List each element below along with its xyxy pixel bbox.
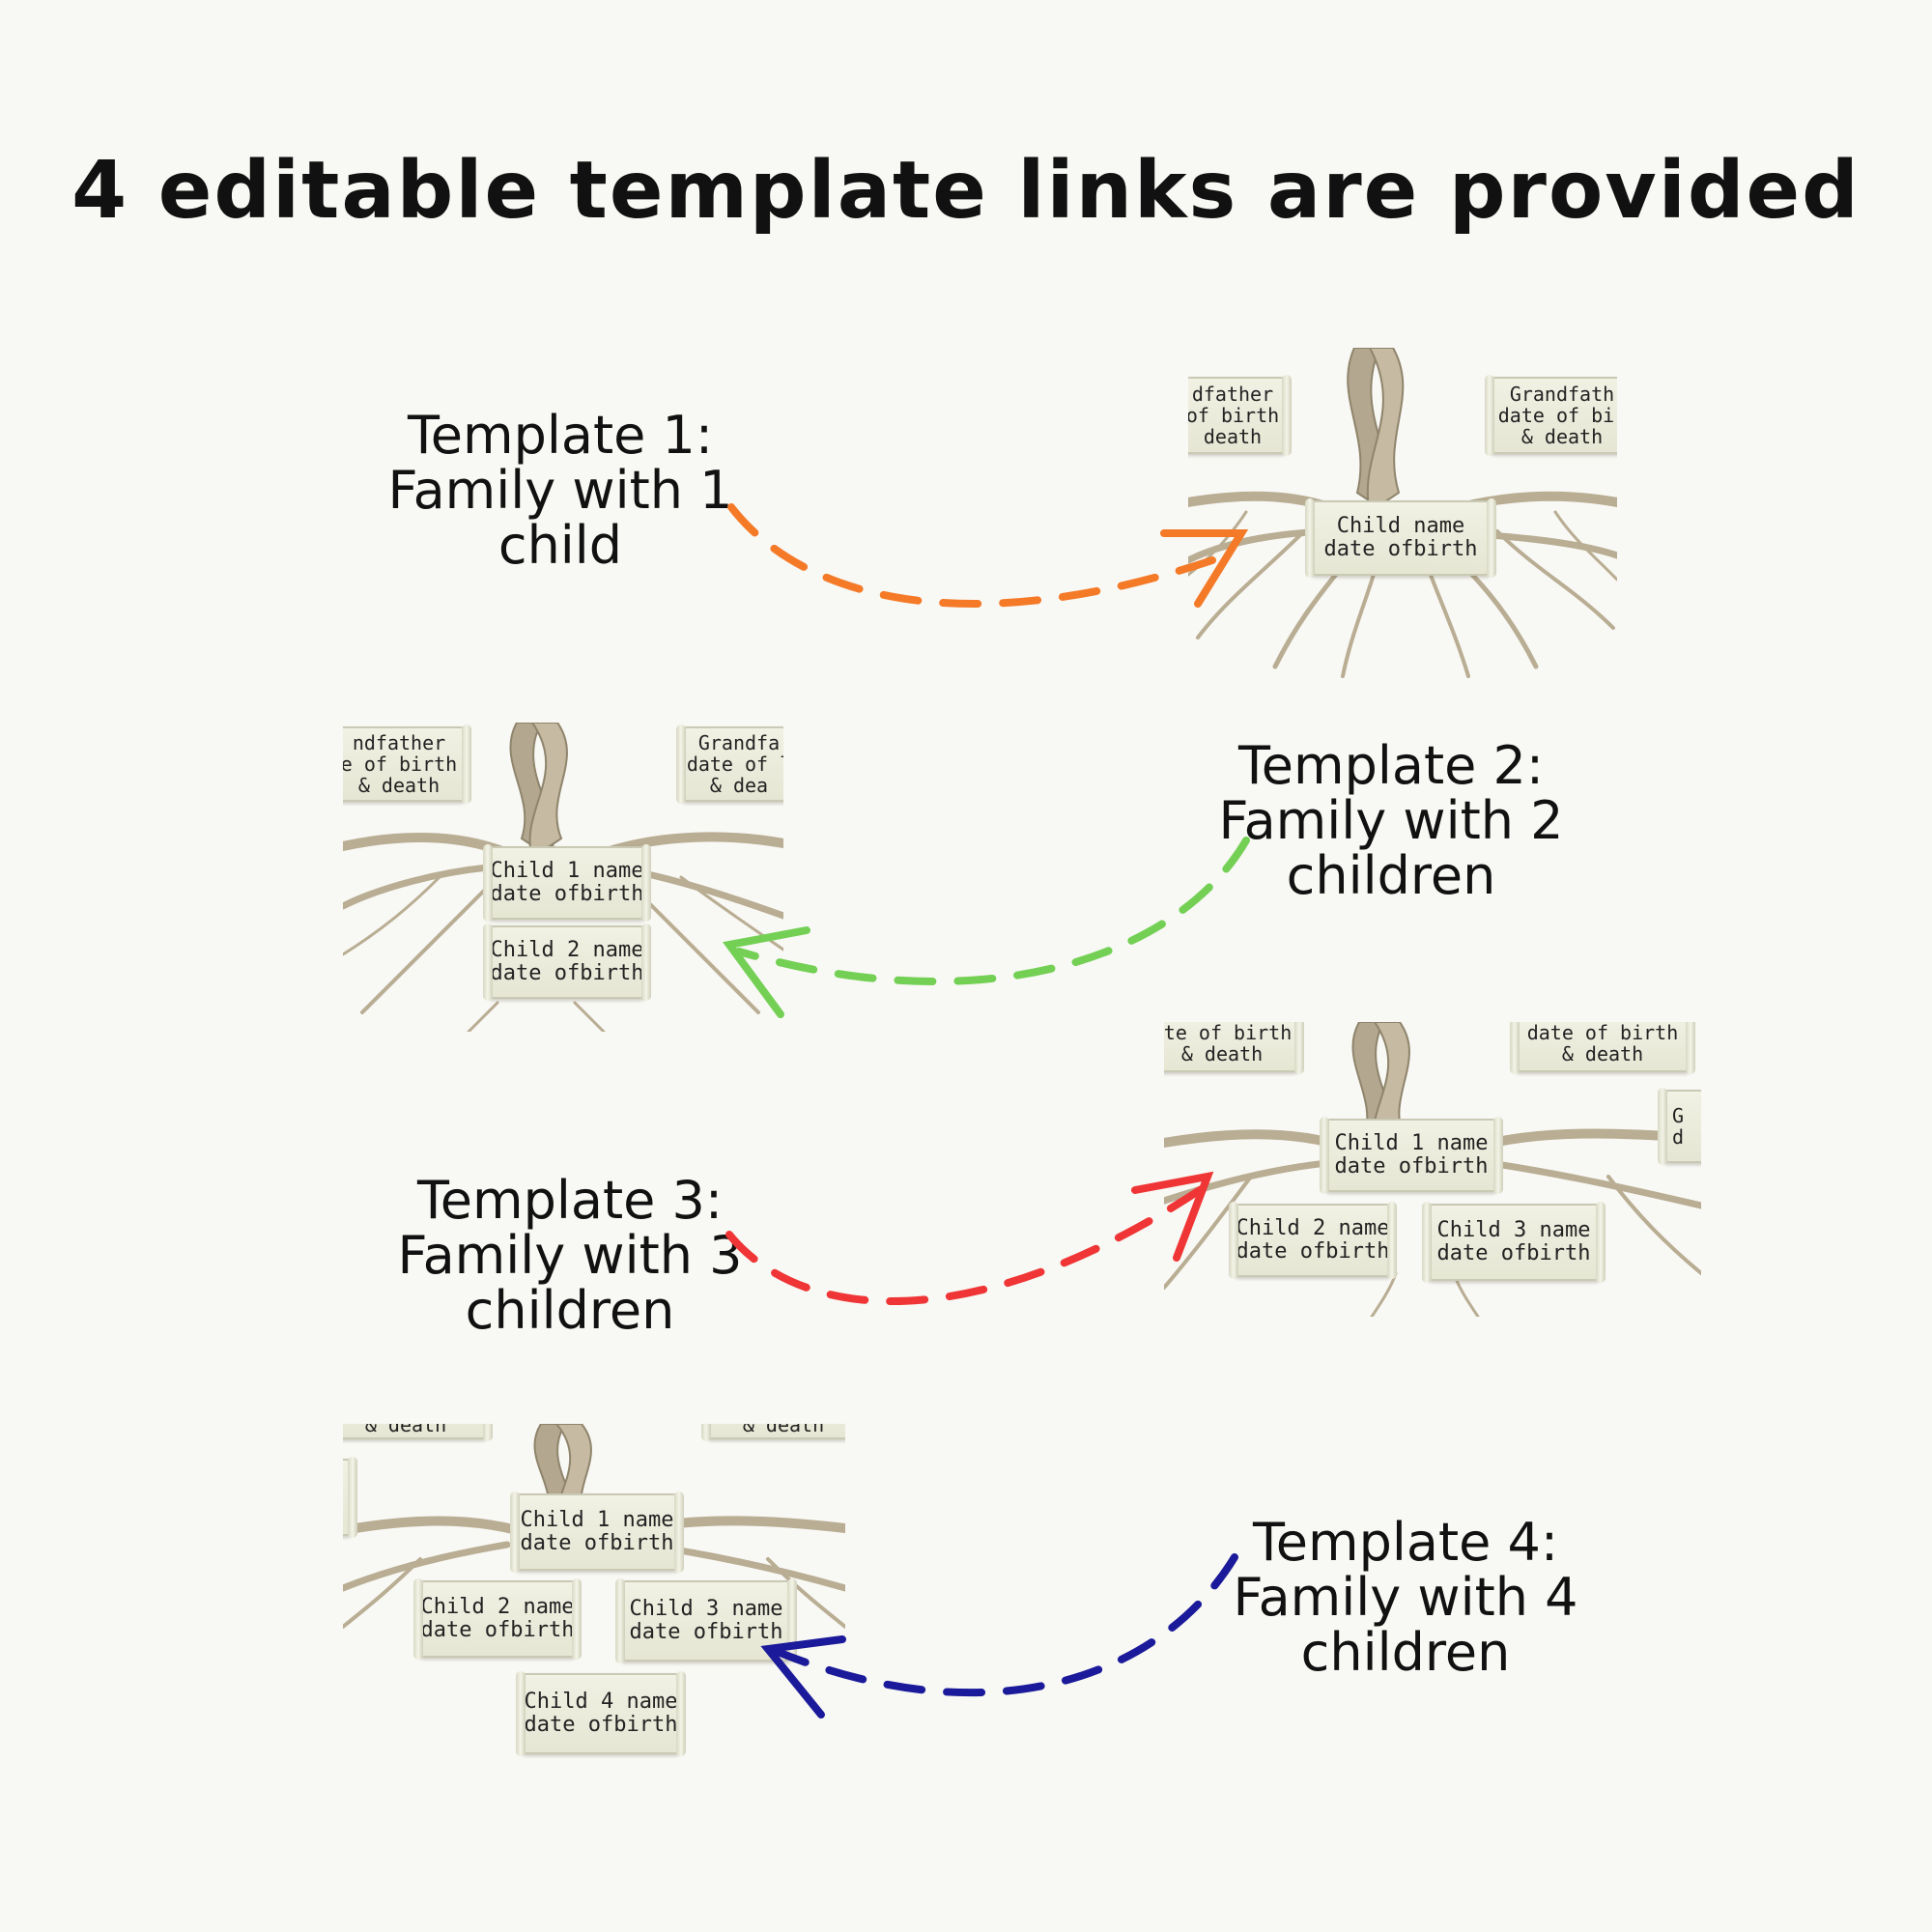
child-2-scroll: Child 2 name date ofbirth (413, 1578, 582, 1660)
top-right-scroll: date of birth & death (1510, 1022, 1695, 1074)
template-1-line-2: Family with 1 (387, 460, 733, 521)
template-2-preview: ndfather e of birth & death Grandfa date… (343, 723, 783, 1032)
scroll-line: dfather (1191, 383, 1274, 406)
scroll-line: ate of birth (1164, 1022, 1293, 1044)
scroll-line: date ofbirth (1436, 1241, 1591, 1265)
side-right-scroll: G d (1658, 1088, 1701, 1165)
grandfather-left-scroll: dfather of birth death (1188, 375, 1292, 456)
scroll-line: Child 1 name (490, 859, 644, 883)
template-1-preview: dfather of birth death Grandfath date of… (1188, 348, 1617, 678)
scroll-line: G (1672, 1104, 1685, 1127)
scroll-line: Child 3 name (629, 1597, 783, 1621)
arrow-template-4-head (760, 1635, 846, 1719)
scroll-line: Child 1 name (520, 1508, 674, 1532)
scroll-line: date of birth (1526, 1022, 1679, 1044)
scroll-line: date of bir (1497, 404, 1617, 427)
arrow-template-4-dashed (767, 1553, 1238, 1697)
template-4-line-2: Family with 4 (1233, 1567, 1578, 1628)
child-1-scroll: Child 1 name date ofbirth (510, 1492, 684, 1573)
scroll-line: date ofbirth (1334, 1154, 1489, 1179)
scroll-line: & death (1561, 1042, 1644, 1065)
scroll-line: & death (742, 1424, 825, 1436)
scroll-line: Child 3 name (1436, 1218, 1591, 1242)
child-1-scroll: Child 1 name date ofbirth (1320, 1117, 1503, 1194)
child-4-scroll: Child 4 name date ofbirth (516, 1671, 686, 1756)
scroll-line: & death (364, 1424, 447, 1436)
template-3-line-2: Family with 3 (397, 1225, 743, 1286)
scroll-line: Child 4 name (524, 1690, 678, 1714)
grandfather-right-scroll: Grandfa date of l & dea (676, 724, 783, 804)
scroll-line: date ofbirth (490, 882, 644, 906)
template-3-line-3: children (465, 1280, 675, 1341)
scroll-line: date ofbirth (1236, 1239, 1390, 1264)
scroll-line: date ofbirth (1323, 537, 1478, 561)
child-1-scroll: Child 1 name date ofbirth (483, 844, 651, 922)
template-2-line-3: children (1286, 845, 1496, 906)
scroll-line: Grandfa (697, 731, 781, 754)
top-left-scroll: & death (343, 1424, 493, 1441)
arrow-template-2-head (723, 926, 810, 1018)
scroll-line: Child name (1336, 514, 1465, 538)
arrow-template-3-dashed (725, 1184, 1207, 1305)
child-3-scroll: Child 3 name date ofbirth (1422, 1202, 1605, 1283)
arrow-template-2-dashed (735, 837, 1250, 985)
template-1-line-3: child (497, 515, 623, 576)
template-2-line-2: Family with 2 (1218, 790, 1564, 851)
top-left-scroll: ate of birth & death (1164, 1022, 1304, 1074)
arrow-template-1-dashed (727, 503, 1216, 608)
template-3-line-1: Template 3: (416, 1170, 724, 1231)
scroll-line: date ofbirth (629, 1620, 783, 1644)
top-right-scroll: & death (701, 1424, 845, 1441)
child-2-scroll: Child 2 name date ofbirth (483, 923, 651, 1001)
template-4-label: Template 4: Family with 4 children (1203, 1515, 1608, 1680)
scroll-line: date of l (686, 753, 783, 776)
child-scroll: Child name date ofbirth (1305, 498, 1496, 578)
grandfather-right-scroll: Grandfath date of bir & death (1485, 375, 1617, 456)
scroll-line: of birth (1188, 404, 1280, 427)
template-4-line-1: Template 4: (1252, 1512, 1559, 1573)
scroll-line: ndfather (352, 731, 446, 754)
scroll-line: date ofbirth (520, 1531, 674, 1555)
scroll-line: e of birth (343, 753, 458, 776)
scroll-line: date ofbirth (524, 1713, 678, 1737)
scroll-line: Grandfath (1509, 383, 1615, 406)
template-1-line-1: Template 1: (407, 405, 714, 466)
child-2-scroll: Child 2 name date ofbirth (1229, 1202, 1397, 1279)
template-2-line-1: Template 2: (1237, 735, 1545, 796)
scroll-line: & death (1180, 1042, 1264, 1065)
template-4-line-3: children (1300, 1622, 1511, 1683)
scroll-line: Child 2 name (490, 938, 644, 962)
template-3-preview: ate of birth & death date of birth & dea… (1164, 1022, 1701, 1317)
template-2-label: Template 2: Family with 2 children (1203, 738, 1579, 903)
template-4-preview: & death & death Child 1 name date ofbirt… (343, 1424, 845, 1762)
scroll-line: Child 2 name (1236, 1216, 1390, 1240)
scroll-line: & death (357, 774, 440, 797)
scroll-line: Child 1 name (1334, 1131, 1489, 1155)
grandfather-left-scroll: ndfather e of birth & death (343, 724, 471, 804)
template-3-label: Template 3: Family with 3 children (372, 1173, 768, 1338)
arrow-template-3-head (1131, 1171, 1214, 1262)
tree-roots-illustration (1188, 348, 1617, 678)
template-1-label: Template 1: Family with 1 child (372, 408, 749, 573)
scroll-line: Child 2 name (420, 1595, 575, 1619)
scroll-line: d (1672, 1125, 1685, 1149)
arrow-template-1-head (1160, 529, 1249, 608)
scroll-line: date ofbirth (490, 961, 644, 985)
side-left-scroll (343, 1457, 357, 1538)
scroll-line: & death (1520, 425, 1604, 448)
page-title: 4 editable template links are provided (71, 145, 1861, 237)
scroll-line: & dea (709, 774, 769, 797)
scroll-line: death (1203, 425, 1263, 448)
scroll-line: date ofbirth (420, 1618, 575, 1642)
